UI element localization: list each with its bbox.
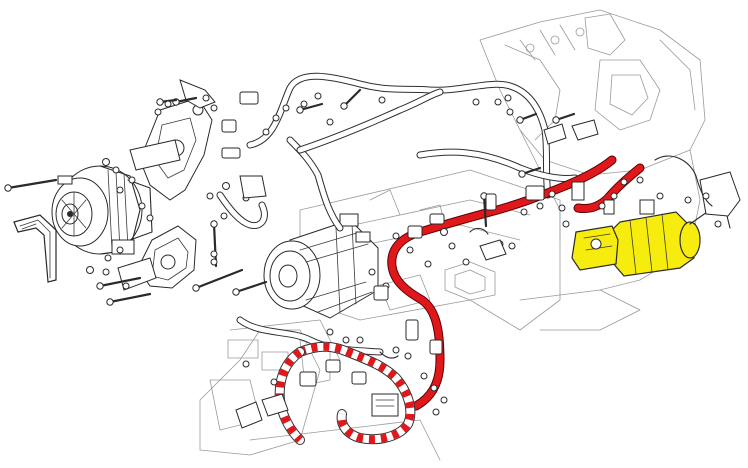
nut-washer (562, 220, 570, 228)
nut-washer (656, 192, 664, 200)
nut-washer (116, 186, 124, 194)
bolt-head (232, 288, 240, 296)
nut-washer (684, 196, 692, 204)
nut-washer (714, 220, 722, 228)
bolt (298, 102, 324, 112)
ac-compressor (263, 213, 379, 319)
bolt (194, 268, 244, 290)
nut-washer (548, 190, 556, 198)
nut-washer (392, 232, 400, 240)
nut-washer (472, 98, 480, 106)
nut-washer (128, 176, 136, 184)
nut-washer (508, 242, 516, 250)
bolt (342, 88, 362, 108)
nut-washer (448, 242, 456, 250)
mounting-bracket (117, 79, 216, 291)
nut-washer (164, 100, 172, 108)
bolt-head (516, 116, 524, 124)
bolt (6, 178, 58, 190)
bolt-head (4, 184, 12, 192)
starter-motor (571, 171, 741, 277)
nut-washer (462, 258, 470, 266)
bolt-head (340, 102, 348, 110)
nut-washer (432, 408, 440, 416)
nut-washer (368, 268, 376, 276)
bolt (482, 194, 488, 228)
nut-washer (506, 108, 514, 116)
nut-washer (342, 336, 350, 344)
nut-washer (154, 108, 162, 116)
nut-washer (598, 202, 606, 210)
nut-washer (558, 204, 566, 212)
nut-washer (116, 246, 124, 254)
nut-washer (220, 212, 228, 220)
nut-washer (404, 352, 412, 360)
bolt-head (156, 98, 164, 106)
nut-washer (272, 114, 280, 122)
bolt-head (296, 106, 304, 114)
bolt-head (192, 284, 200, 292)
nut-washer (102, 158, 110, 166)
alternator-belt (13, 214, 57, 283)
bolt (98, 276, 142, 288)
ground-cable (274, 341, 416, 445)
alternator (51, 165, 153, 255)
nut-washer (440, 396, 448, 404)
nut-washer (262, 128, 270, 136)
nut-washer (86, 266, 94, 274)
nut-washer (210, 104, 218, 112)
nut-washer (610, 192, 618, 200)
nut-washer (420, 372, 428, 380)
nut-washer (202, 94, 210, 102)
nut-washer (378, 96, 386, 104)
lower-frame (199, 319, 441, 461)
bolt-head (210, 220, 218, 228)
nut-washer (494, 98, 502, 106)
bolt-head (106, 298, 114, 306)
nut-washer (520, 208, 528, 216)
nut-washer (222, 182, 230, 190)
bolt-head (518, 170, 526, 178)
nut-washer (392, 346, 400, 354)
nut-washer (210, 250, 218, 258)
nut-washer (430, 384, 438, 392)
battery-cable (387, 155, 645, 411)
nut-washer (270, 378, 278, 386)
nut-washer (406, 246, 414, 254)
nut-washer (300, 100, 308, 108)
bolt-head (552, 116, 560, 124)
nut-washer (326, 328, 334, 336)
nut-washer (138, 202, 146, 210)
nut-washer (112, 166, 120, 174)
nut-washer (504, 94, 512, 102)
nut-washer (424, 260, 432, 268)
nut-washer (636, 176, 644, 184)
fasteners (4, 88, 722, 416)
nut-washer (122, 282, 130, 290)
nut-washer (620, 178, 628, 186)
nut-washer (282, 104, 290, 112)
nut-washer (242, 360, 250, 368)
bolt (234, 280, 268, 294)
bolt (108, 292, 152, 304)
nut-washer (210, 258, 218, 266)
bolt-head (96, 282, 104, 290)
nut-washer (702, 192, 710, 200)
nut-washer (102, 268, 110, 276)
nut-washer (326, 118, 334, 126)
nut-washer (206, 192, 214, 200)
nut-washer (314, 92, 322, 100)
clips-and-connectors (221, 91, 599, 429)
transmission-housing (479, 9, 706, 291)
nut-washer (146, 214, 154, 222)
starter-signal-wire (654, 155, 713, 207)
nut-washer (536, 202, 544, 210)
nut-washer (356, 336, 364, 344)
nut-washer (104, 254, 112, 262)
nut-washer (440, 228, 448, 236)
